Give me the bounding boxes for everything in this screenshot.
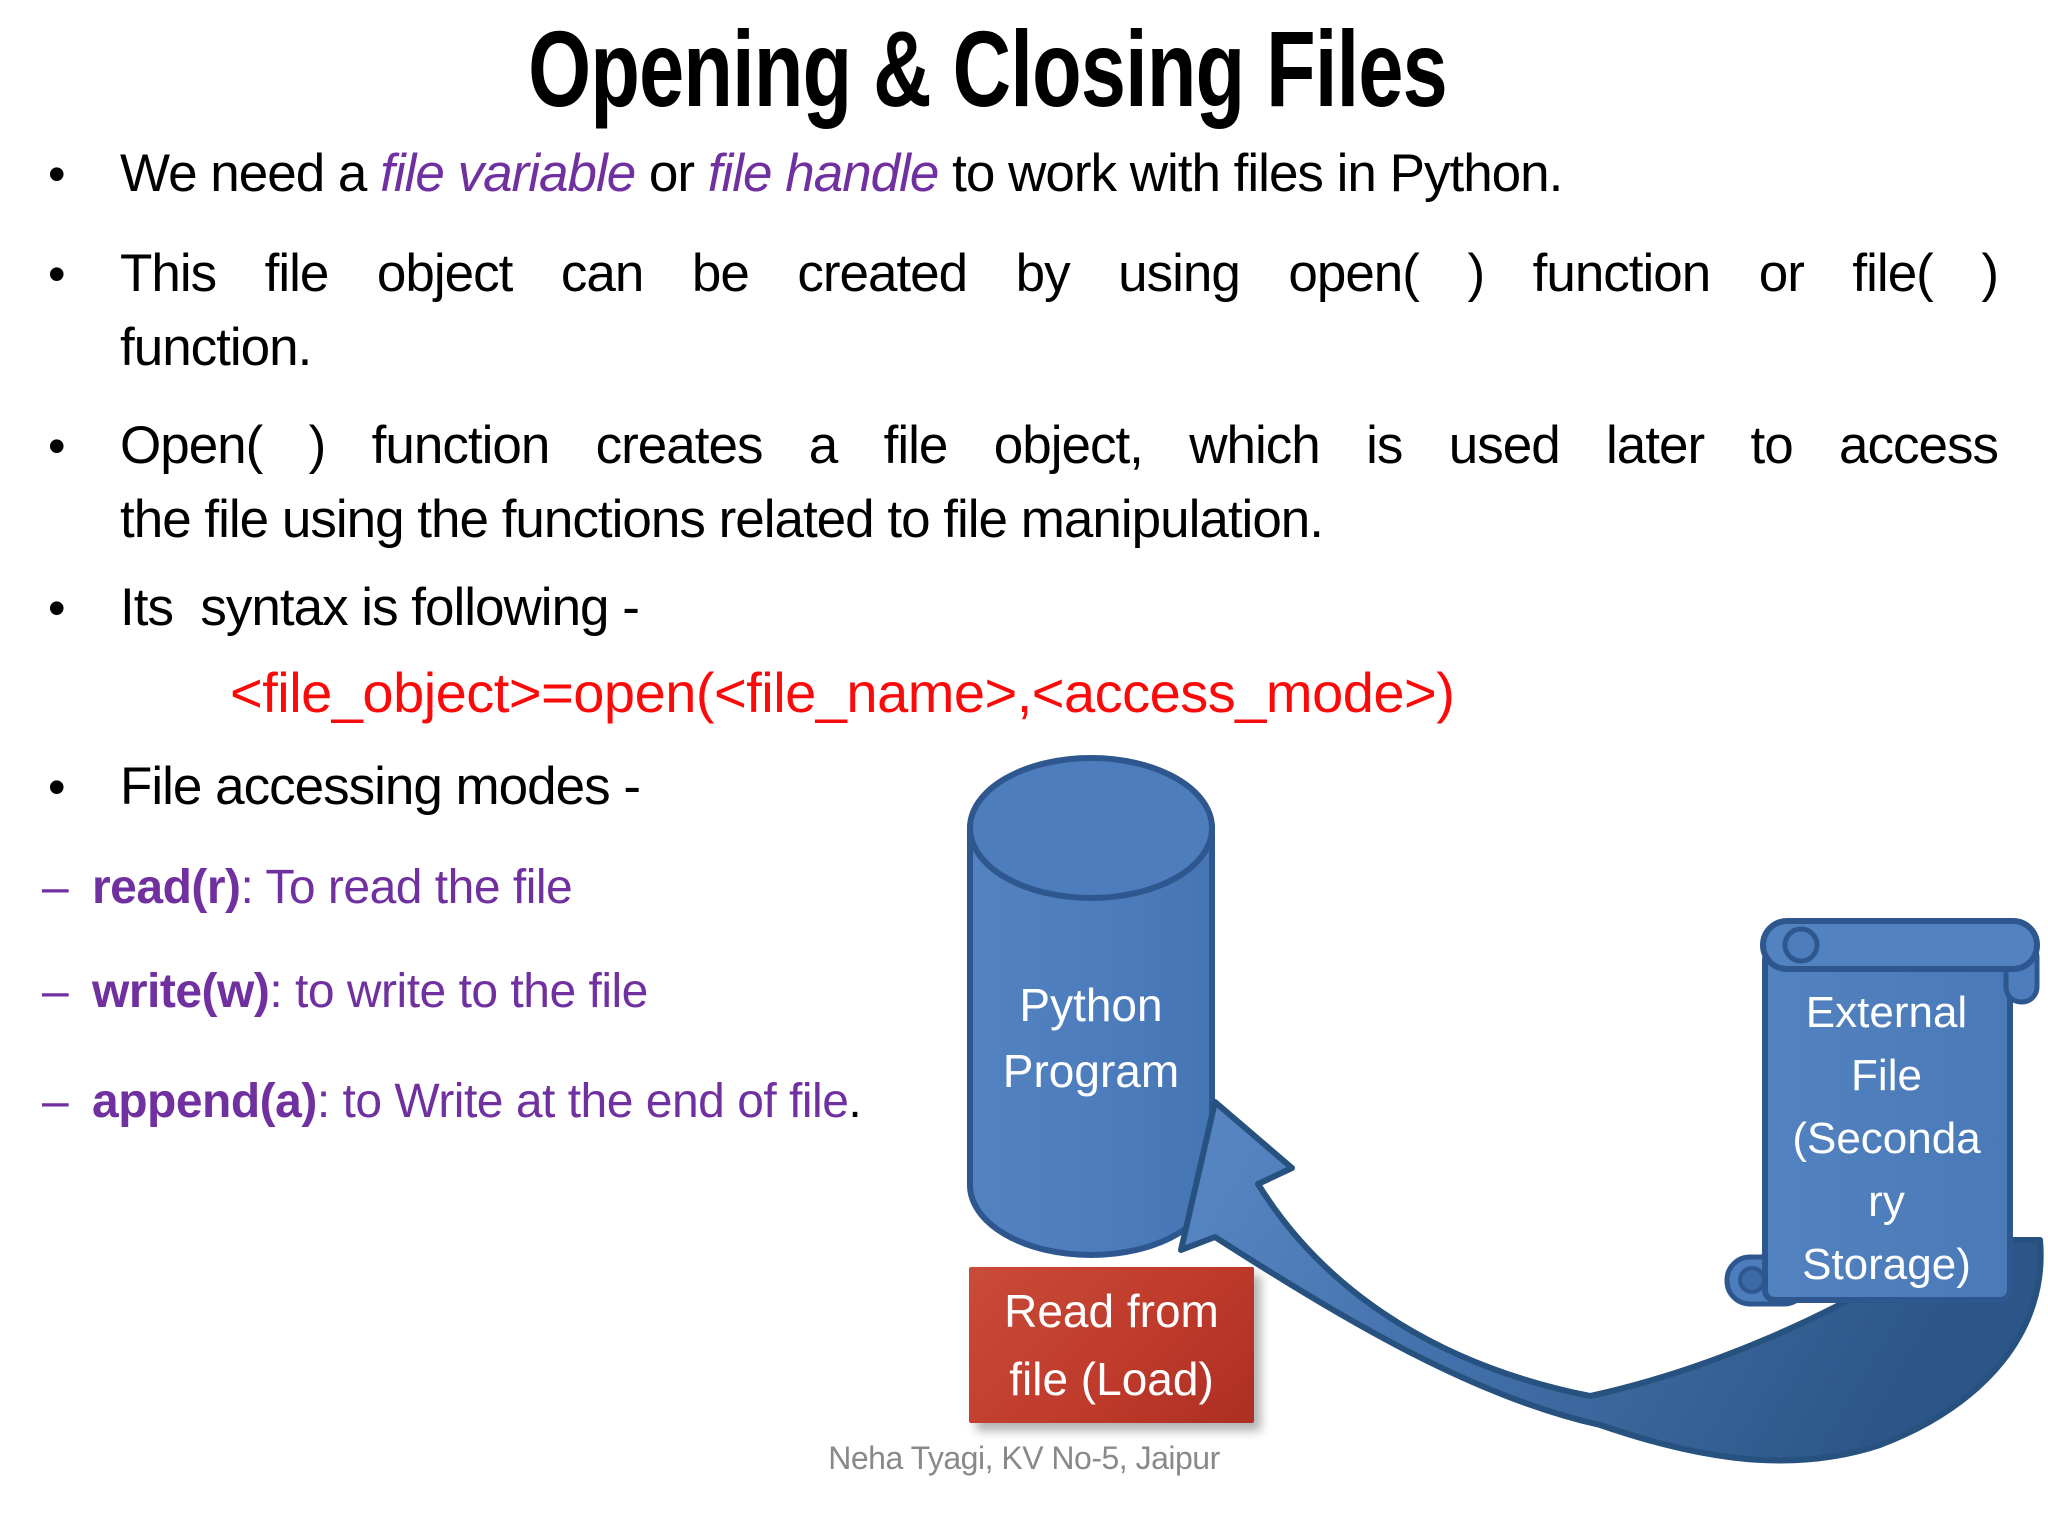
bullet-item: • Open( ) function creates a file object,… bbox=[0, 409, 2048, 557]
shape-label-line: External bbox=[1805, 988, 1968, 1037]
text-segment: : to Write at the end of file bbox=[316, 1075, 849, 1128]
bullet-text-line: function. bbox=[120, 311, 1998, 385]
shape-label-line: ry bbox=[1868, 1177, 1905, 1226]
bullet-dot-icon: • bbox=[48, 759, 66, 815]
text-segment: <file_object>=open(<file_name>,<access_m… bbox=[230, 661, 1455, 724]
bullet-dot-icon: • bbox=[48, 146, 66, 202]
text-segment: : To read the file bbox=[240, 861, 573, 914]
read-from-file-box: Read from file (Load) bbox=[969, 1267, 1254, 1423]
text-segment: This file object can be created by using… bbox=[120, 244, 1999, 303]
dash-icon: – bbox=[42, 965, 69, 1018]
read-from-file-box-label: Read from file (Load) bbox=[969, 1277, 1254, 1413]
text-segment: . bbox=[848, 1075, 862, 1128]
text-segment: or bbox=[648, 144, 708, 203]
shape-label-line: File bbox=[1851, 1051, 1922, 1100]
dash-icon: – bbox=[42, 1075, 69, 1128]
text-segment: File accessing modes - bbox=[120, 757, 641, 816]
text-segment: file handle bbox=[707, 144, 953, 203]
shape-label-line: Program bbox=[1002, 1045, 1180, 1097]
text-segment: function. bbox=[120, 318, 312, 377]
bullet-text-line: <file_object>=open(<file_name>,<access_m… bbox=[230, 658, 1930, 728]
bullet-item: • This file object can be created by usin… bbox=[0, 237, 2048, 385]
bullet-text-line: File accessing modes - bbox=[120, 750, 1998, 824]
shape-label-line: Python bbox=[1019, 979, 1163, 1031]
text-segment: : to write to the file bbox=[269, 965, 648, 1018]
text-segment: read(r) bbox=[92, 861, 241, 914]
bullet-item: • We need a file variable or file handle … bbox=[0, 137, 2048, 211]
text-segment: append(a) bbox=[92, 1075, 317, 1128]
text-segment: We need a bbox=[120, 144, 381, 203]
bullet-dot-icon: • bbox=[48, 580, 66, 636]
bullet-item: • Its syntax is following - bbox=[0, 571, 2048, 645]
text-segment: Its syntax is following - bbox=[120, 578, 640, 637]
bullet-text-line: This file object can be created by using… bbox=[120, 237, 1999, 311]
bullet-text-line: the file using the functions related to … bbox=[120, 483, 1998, 557]
text-segment: the file using the functions related to … bbox=[120, 490, 1324, 549]
text-segment: write(w) bbox=[92, 965, 270, 1018]
bullet-item: –append(a): to Write at the end of file. bbox=[0, 1073, 2048, 1131]
shape-label-line: (Seconda bbox=[1792, 1114, 1981, 1163]
external-file-scroll-icon bbox=[1724, 918, 2040, 1307]
bullet-text: read(r): To read the file bbox=[92, 859, 1970, 917]
dash-icon: – bbox=[42, 861, 69, 914]
bullet-text-line: write(w): to write to the file bbox=[92, 963, 1970, 1021]
footer-credit: Neha Tyagi, KV No-5, Jaipur bbox=[828, 1440, 1220, 1476]
bullet-text: We need a file variable or file handle t… bbox=[120, 137, 1998, 211]
bullet-text: File accessing modes - bbox=[120, 750, 1998, 824]
shape-label-line: Read from bbox=[1004, 1285, 1219, 1337]
bullet-text-line: read(r): To read the file bbox=[92, 859, 1970, 917]
curved-arrow-icon bbox=[1178, 1099, 2044, 1464]
text-segment: file variable bbox=[380, 144, 649, 203]
bullet-dot-icon: • bbox=[48, 418, 66, 474]
python-program-cylinder-icon bbox=[967, 755, 1215, 1258]
bullet-text: Its syntax is following - bbox=[120, 571, 1998, 645]
bullet-text: <file_object>=open(<file_name>,<access_m… bbox=[230, 658, 1930, 728]
bullet-text: append(a): to Write at the end of file. bbox=[92, 1073, 1970, 1131]
bullet-text: write(w): to write to the file bbox=[92, 963, 1970, 1021]
shape-label-line: file (Load) bbox=[1009, 1353, 1214, 1405]
bullet-text-line: append(a): to Write at the end of file. bbox=[92, 1073, 1970, 1131]
bullet-text: This file object can be created by using… bbox=[120, 237, 1999, 385]
page-title: Opening & Closing Files bbox=[0, 8, 2012, 129]
bullet-item: –read(r): To read the file bbox=[0, 859, 2048, 917]
bullet-text-line: We need a file variable or file handle t… bbox=[120, 137, 1998, 211]
bullet-dot-icon: • bbox=[48, 246, 66, 302]
bullet-item: • File accessing modes - bbox=[0, 750, 2048, 824]
bullet-item: –write(w): to write to the file bbox=[0, 963, 2048, 1021]
bullet-text: Open( ) function creates a file object, … bbox=[120, 409, 1999, 557]
bullet-text-line: Its syntax is following - bbox=[120, 571, 1998, 645]
text-segment: to work with files in Python. bbox=[952, 144, 1563, 203]
bullet-text-line: Open( ) function creates a file object, … bbox=[120, 409, 1999, 483]
syntax-line: <file_object>=open(<file_name>,<access_m… bbox=[0, 658, 2048, 728]
text-segment: Open( ) function creates a file object, … bbox=[120, 416, 1999, 475]
shape-label-line: Storage) bbox=[1802, 1240, 1971, 1289]
page-title-text: Opening & Closing Files bbox=[528, 8, 1449, 129]
